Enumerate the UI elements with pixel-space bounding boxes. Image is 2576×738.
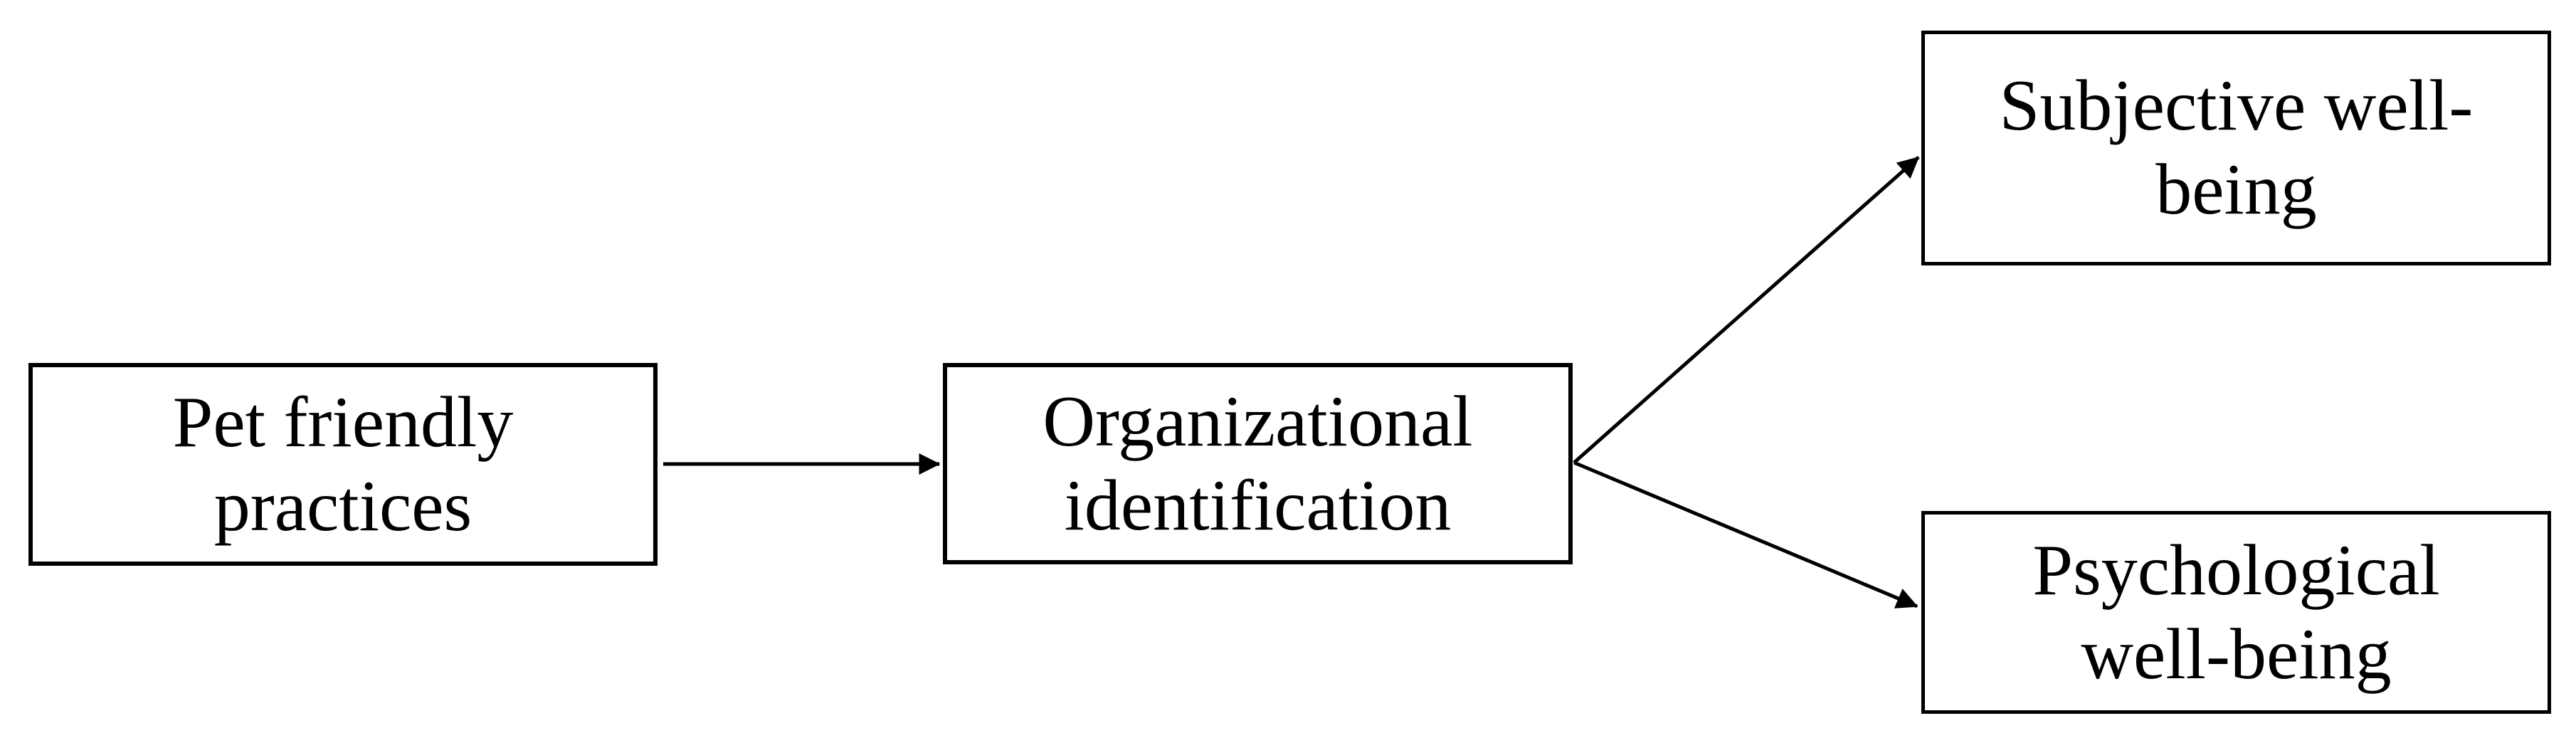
node-label-line: well-being [2081, 613, 2392, 695]
node-subjective-well-being: Subjective well- being [1921, 31, 2551, 265]
node-label-line: Organizational [1042, 381, 1473, 462]
node-psychological-well-being: Psychological well-being [1921, 511, 2551, 714]
node-pet-friendly-practices: Pet friendly practices [28, 363, 658, 566]
edge-org-to-psychological-arrow [1573, 460, 1918, 608]
node-label-line: identification [1064, 465, 1452, 546]
node-label-line: Pet friendly [172, 381, 514, 463]
node-label-line: Psychological [2032, 529, 2440, 611]
edge-org-to-subjective-arrow [1573, 156, 1920, 464]
node-organizational-identification: Organizational identification [943, 363, 1573, 564]
node-label-line: practices [213, 465, 473, 547]
node-label-line: being [2155, 149, 2317, 230]
node-label-line: Subjective well- [1999, 65, 2474, 146]
